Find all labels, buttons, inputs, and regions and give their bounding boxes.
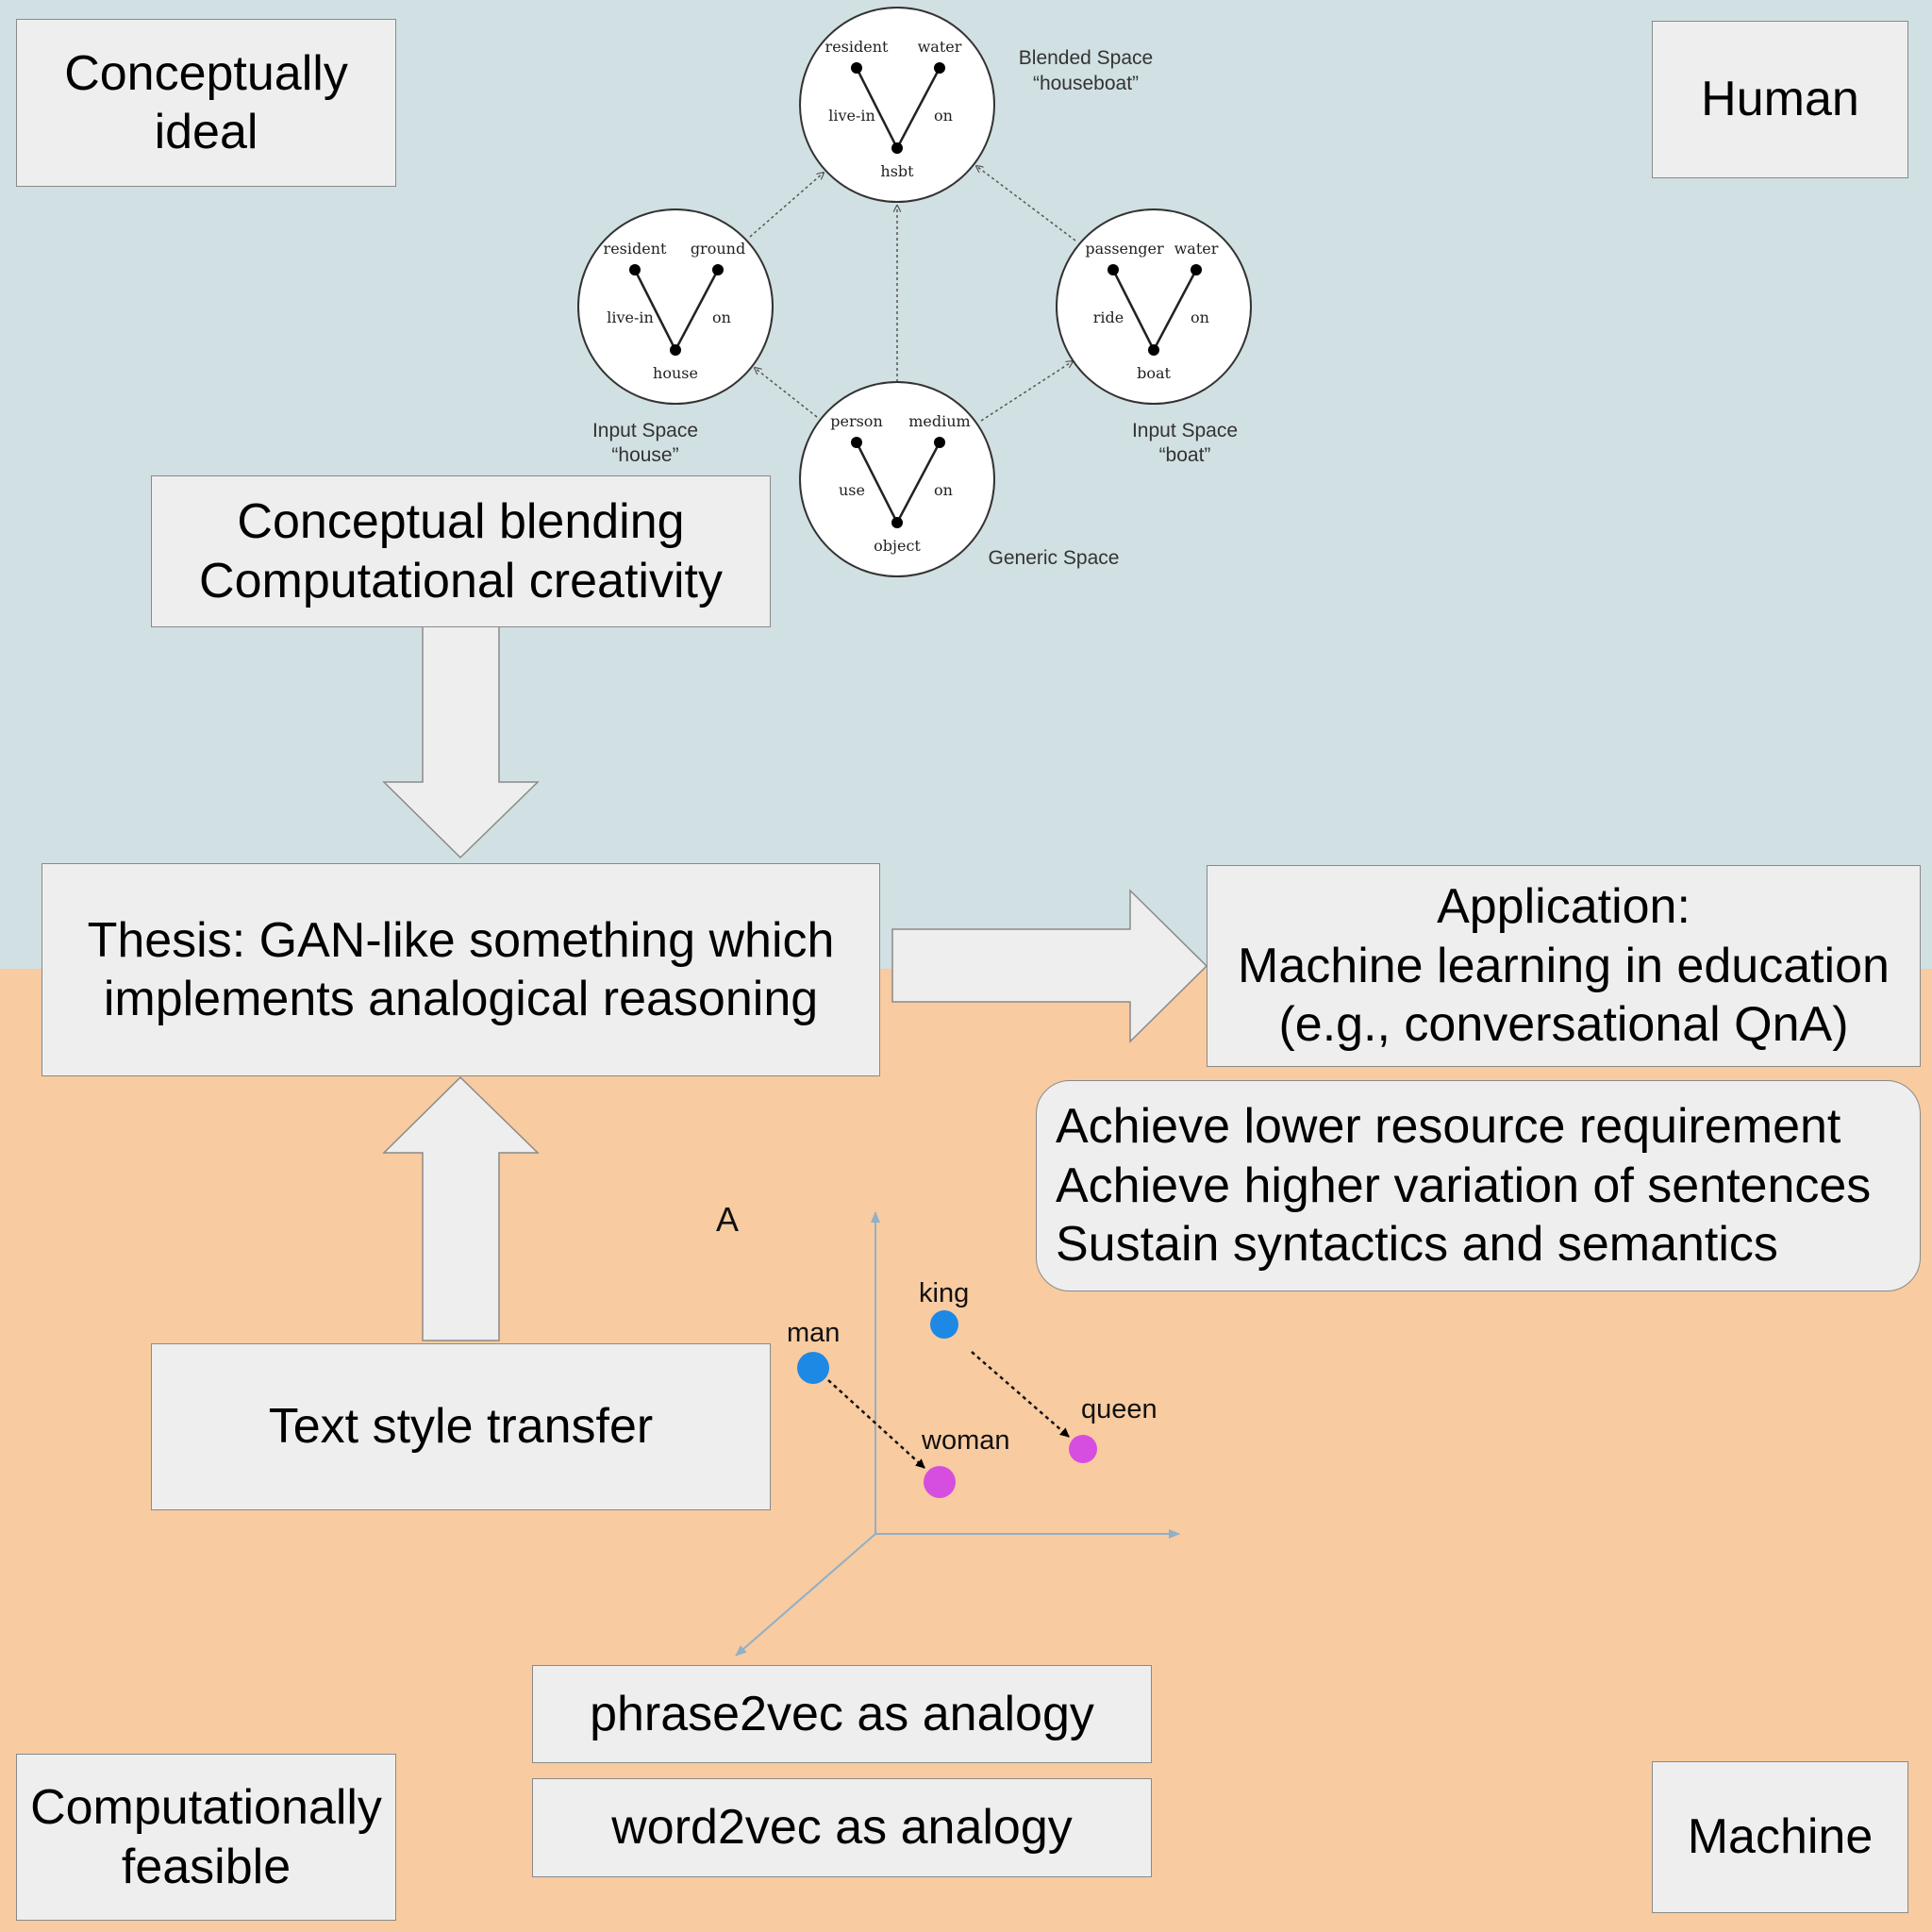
text-style-transfer-box: Text style transfer [151,1343,771,1510]
application-line2: Machine learning in education [1238,938,1890,993]
generic-left-rel: use [839,481,865,499]
conceptual-blending-diagram: resident water live-in on hsbt resident … [577,7,1252,577]
blended-space-circle [799,7,995,203]
boat-caption-line2: “boat” [1159,444,1211,466]
boat-bottom-label: boat [1137,364,1171,382]
boat-caption-line1: Input Space [1132,420,1238,441]
thesis-box: Thesis: GAN-like something which impleme… [42,863,880,1076]
conceptually-ideal-line1: Conceptually [64,45,348,101]
boat-right-label: water [1174,240,1219,258]
conceptually-ideal-line2: ideal [154,105,258,159]
man-label: man [787,1318,840,1348]
woman-label: woman [921,1425,1010,1456]
thesis-line2: implements analogical reasoning [103,972,819,1026]
man-point [797,1352,829,1384]
conceptual-blending-line2: Computational creativity [199,553,723,608]
application-line3: (e.g., conversational QnA) [1278,997,1849,1053]
computationally-feasible-line2: feasible [121,1839,291,1894]
queen-point [1069,1435,1097,1463]
goal-item: Achieve higher variation of sentences [1056,1158,1872,1213]
human-box: Human [1652,21,1908,178]
axis-label-a: A [716,1200,739,1239]
blended-caption-line2: “houseboat” [1033,73,1139,94]
human-label: Human [1701,72,1859,127]
boat-right-rel: on [1191,308,1209,326]
goal-item: Achieve lower resource requirement [1056,1099,1841,1155]
house-left-label: resident [604,240,667,258]
house-left-rel: live-in [607,308,654,326]
house-right-rel: on [712,308,731,326]
blended-left-rel: live-in [828,107,875,125]
boat-left-rel: ride [1093,308,1124,326]
blended-bottom-label: hsbt [880,162,914,180]
word2vec-label: word2vec as analogy [611,1800,1073,1856]
house-caption-line1: Input Space [592,420,698,441]
generic-right-label: medium [908,412,970,430]
blended-left-label: resident [825,38,889,56]
blended-right-label: water [918,38,962,56]
house-right-label: ground [691,240,745,258]
right-arrow [891,889,1208,1043]
machine-label: Machine [1687,1809,1874,1865]
thesis-line1: Thesis: GAN-like something which [87,912,835,968]
blended-caption-line1: Blended Space [1019,47,1153,69]
conceptually-ideal-box: Conceptually ideal [16,19,396,187]
word-vector-plot: A man king woman queen [716,1200,1180,1657]
up-arrow [382,1075,540,1341]
blended-right-rel: on [934,107,953,125]
computationally-feasible-line1: Computationally [30,1780,382,1836]
goals-box: Achieve lower resource requirement Achie… [1036,1080,1921,1291]
king-label: king [919,1278,969,1308]
text-style-transfer-label: Text style transfer [268,1399,654,1455]
king-point [930,1310,958,1339]
down-arrow [382,624,540,859]
generic-caption: Generic Space [989,547,1120,569]
phrase2vec-box: phrase2vec as analogy [532,1665,1152,1763]
input-space-house-circle [577,208,774,405]
generic-right-rel: on [934,481,953,499]
machine-box: Machine [1652,1761,1908,1913]
phrase2vec-label: phrase2vec as analogy [590,1686,1094,1741]
computationally-feasible-box: Computationally feasible [16,1754,396,1921]
goal-item: Sustain syntactics and semantics [1056,1217,1778,1273]
house-caption-line2: “house” [611,444,678,466]
word2vec-box: word2vec as analogy [532,1778,1152,1877]
woman-point [924,1466,956,1498]
conceptual-blending-line1: Conceptual blending [237,494,685,550]
boat-left-label: passenger [1085,240,1164,258]
generic-space-circle [799,381,995,577]
input-space-boat-circle [1056,208,1252,405]
application-box: Application: Machine learning in educati… [1207,865,1921,1067]
generic-left-label: person [830,412,883,430]
application-line1: Application: [1437,879,1690,935]
queen-label: queen [1081,1394,1158,1424]
conceptual-blending-box: Conceptual blending Computational creati… [151,475,771,627]
generic-bottom-label: object [874,537,921,555]
house-bottom-label: house [653,364,698,382]
